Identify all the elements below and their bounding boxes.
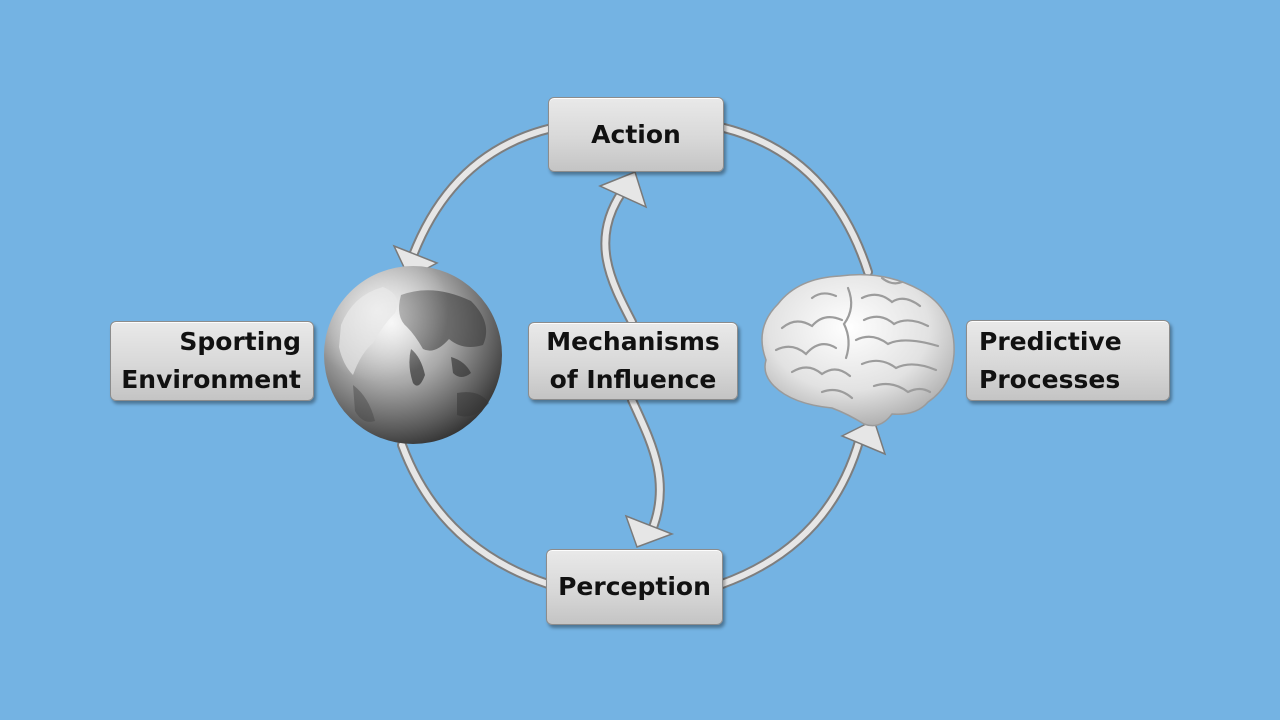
action-box: Action (548, 97, 724, 172)
arc-environment-to-perception (397, 440, 553, 589)
action-label: Action (591, 119, 681, 149)
arc-predictive-to-action (719, 123, 873, 277)
arrow-mechanisms-to-action (598, 171, 648, 327)
arrow-mechanisms-to-perception (624, 395, 675, 548)
sporting-label-line-1: Sporting (179, 327, 301, 356)
mechanisms-of-influence-box: Mechanisms of Influence (528, 322, 738, 400)
brain-icon (761, 273, 955, 427)
predictive-processes-box: Predictive Processes (966, 320, 1170, 401)
perception-label: Perception (558, 572, 711, 601)
perception-box: Perception (546, 549, 723, 625)
sporting-environment-box: Sporting Environment (110, 321, 314, 401)
predictive-label-line-1: Predictive (979, 326, 1122, 356)
mechanisms-label-line-2: of Influence (549, 365, 717, 394)
arrowhead-to-predictive (840, 418, 887, 456)
arc-action-to-environment (392, 123, 557, 280)
mechanisms-label-line-1: Mechanisms (546, 327, 720, 356)
arrowhead-to-action (598, 171, 648, 209)
sporting-label-line-2: Environment (121, 365, 301, 394)
earth-globe-icon (324, 266, 502, 444)
arc-perception-to-predictive (717, 418, 887, 589)
predictive-label-line-2: Processes (979, 364, 1121, 394)
arrowhead-to-perception (624, 514, 675, 548)
